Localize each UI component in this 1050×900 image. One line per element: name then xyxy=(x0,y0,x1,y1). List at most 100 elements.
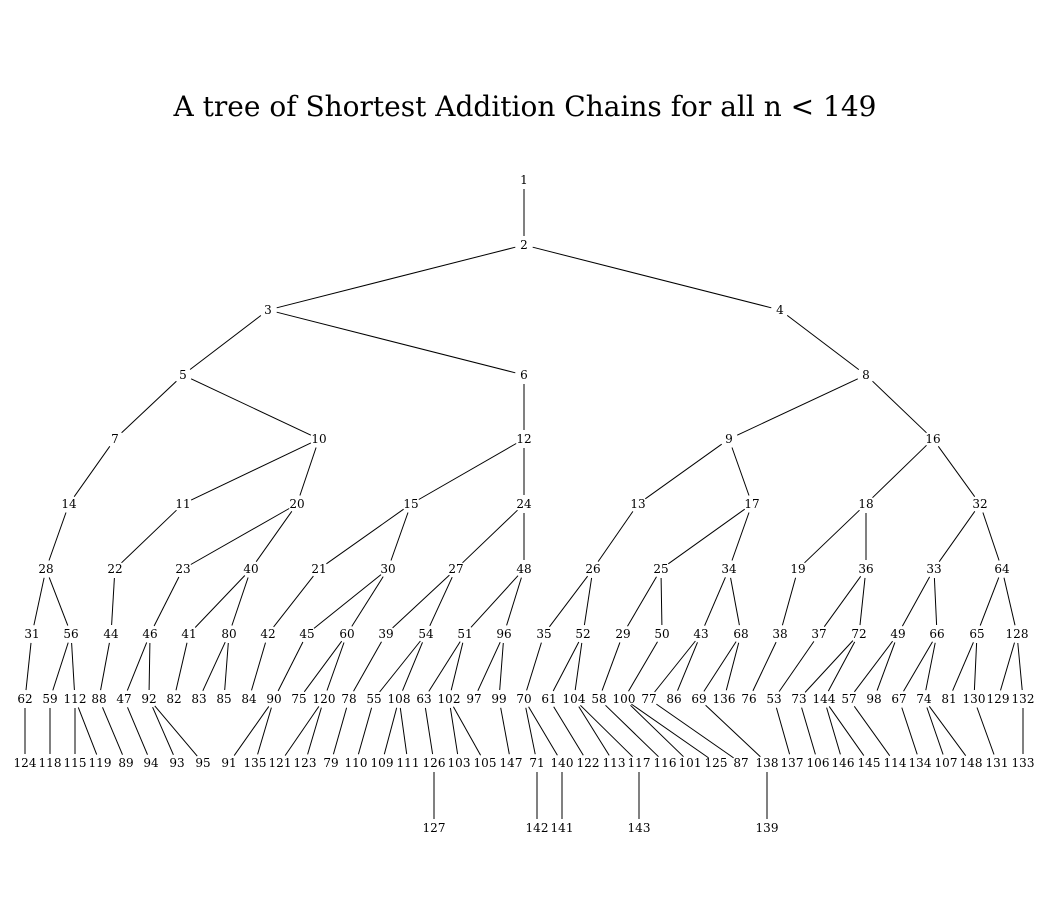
tree-node-16: 16 xyxy=(925,432,940,446)
tree-edge xyxy=(127,707,148,755)
tree-edge xyxy=(982,512,1000,561)
tree-edge xyxy=(257,707,272,755)
tree-node-13: 13 xyxy=(630,497,645,511)
tree-edge xyxy=(100,642,110,691)
tree-edge xyxy=(580,704,633,758)
tree-node-17: 17 xyxy=(744,497,759,511)
tree-edge xyxy=(801,707,816,755)
tree-node-148: 148 xyxy=(960,756,983,770)
tree-edge xyxy=(668,508,745,565)
tree-edge xyxy=(33,577,45,626)
tree-edge xyxy=(399,707,408,755)
tree-node-129: 129 xyxy=(987,692,1010,706)
tree-node-134: 134 xyxy=(909,756,932,770)
tree-edge xyxy=(952,642,974,691)
tree-edge xyxy=(506,577,522,626)
tree-edge xyxy=(462,509,518,564)
tree-node-128: 128 xyxy=(1006,627,1029,641)
tree-edge xyxy=(424,707,434,755)
tree-edge xyxy=(449,707,459,755)
tree-edge xyxy=(574,642,583,691)
tree-node-142: 142 xyxy=(526,821,549,835)
tree-node-108: 108 xyxy=(388,692,411,706)
tree-edge xyxy=(854,640,893,693)
tree-edge xyxy=(357,707,373,755)
tree-edge xyxy=(477,641,501,692)
tree-node-92: 92 xyxy=(141,692,156,706)
tree-node-79: 79 xyxy=(323,756,338,770)
tree-node-45: 45 xyxy=(299,627,314,641)
tree-node-29: 29 xyxy=(615,627,630,641)
tree-edge xyxy=(552,641,580,692)
tree-node-33: 33 xyxy=(926,562,941,576)
tree-edge xyxy=(383,707,398,755)
tree-edge xyxy=(202,641,226,692)
tree-node-31: 31 xyxy=(24,627,39,641)
tree-node-85: 85 xyxy=(216,692,231,706)
tree-edge xyxy=(656,703,734,759)
tree-node-72: 72 xyxy=(851,627,866,641)
tree-edge xyxy=(872,380,927,434)
tree-node-7: 7 xyxy=(111,432,119,446)
tree-node-137: 137 xyxy=(781,756,804,770)
tree-edge xyxy=(379,640,421,693)
tree-edge xyxy=(628,641,658,692)
tree-node-65: 65 xyxy=(969,627,984,641)
tree-edge xyxy=(102,707,123,755)
tree-edge xyxy=(704,577,726,626)
tree-edge xyxy=(627,576,657,627)
tree-edge xyxy=(418,443,517,500)
tree-node-115: 115 xyxy=(64,756,87,770)
diagram-title: A tree of Shortest Addition Chains for a… xyxy=(173,90,877,123)
tree-node-27: 27 xyxy=(448,562,463,576)
tree-edge xyxy=(645,443,722,500)
tree-node-58: 58 xyxy=(591,692,606,706)
tree-edge xyxy=(276,246,516,309)
tree-edge xyxy=(500,707,510,755)
tree-edge xyxy=(402,642,423,691)
tree-node-5: 5 xyxy=(179,368,187,382)
tree-node-36: 36 xyxy=(858,562,873,576)
tree-node-66: 66 xyxy=(929,627,944,641)
tree-node-99: 99 xyxy=(491,692,506,706)
tree-node-123: 123 xyxy=(294,756,317,770)
tree-edge xyxy=(526,642,542,691)
tree-node-131: 131 xyxy=(986,756,1009,770)
tree-edge xyxy=(926,707,944,755)
tree-node-144: 144 xyxy=(813,692,836,706)
tree-edge xyxy=(925,642,936,691)
tree-node-143: 143 xyxy=(628,821,651,835)
tree-node-94: 94 xyxy=(143,756,159,770)
tree-node-30: 30 xyxy=(380,562,395,576)
tree-edge xyxy=(928,706,967,756)
tree-edge xyxy=(326,508,404,565)
tree-node-37: 37 xyxy=(811,627,826,641)
tree-edge xyxy=(284,706,320,756)
tree-node-104: 104 xyxy=(563,692,586,706)
tree-node-28: 28 xyxy=(38,562,53,576)
tree-edge xyxy=(823,576,862,627)
tree-edge xyxy=(781,577,797,626)
tree-node-19: 19 xyxy=(790,562,805,576)
tree-node-126: 126 xyxy=(423,756,446,770)
tree-edge xyxy=(277,641,304,692)
tree-edge xyxy=(528,706,558,756)
tree-node-88: 88 xyxy=(91,692,106,706)
tree-node-38: 38 xyxy=(772,627,787,641)
tree-edge xyxy=(52,642,69,691)
tree-node-124: 124 xyxy=(14,756,37,770)
tree-node-63: 63 xyxy=(416,692,431,706)
tree-node-26: 26 xyxy=(585,562,600,576)
tree-node-95: 95 xyxy=(195,756,210,770)
tree-edge xyxy=(778,641,815,692)
tree-edge xyxy=(48,577,69,626)
tree-node-39: 39 xyxy=(378,627,393,641)
tree-edge xyxy=(175,642,188,691)
tree-node-110: 110 xyxy=(345,756,368,770)
tree-edge xyxy=(731,512,750,561)
tree-edge xyxy=(190,378,312,436)
tree-node-82: 82 xyxy=(166,692,181,706)
tree-node-87: 87 xyxy=(733,756,748,770)
tree-edge xyxy=(532,246,772,309)
tree-edge xyxy=(148,642,151,691)
